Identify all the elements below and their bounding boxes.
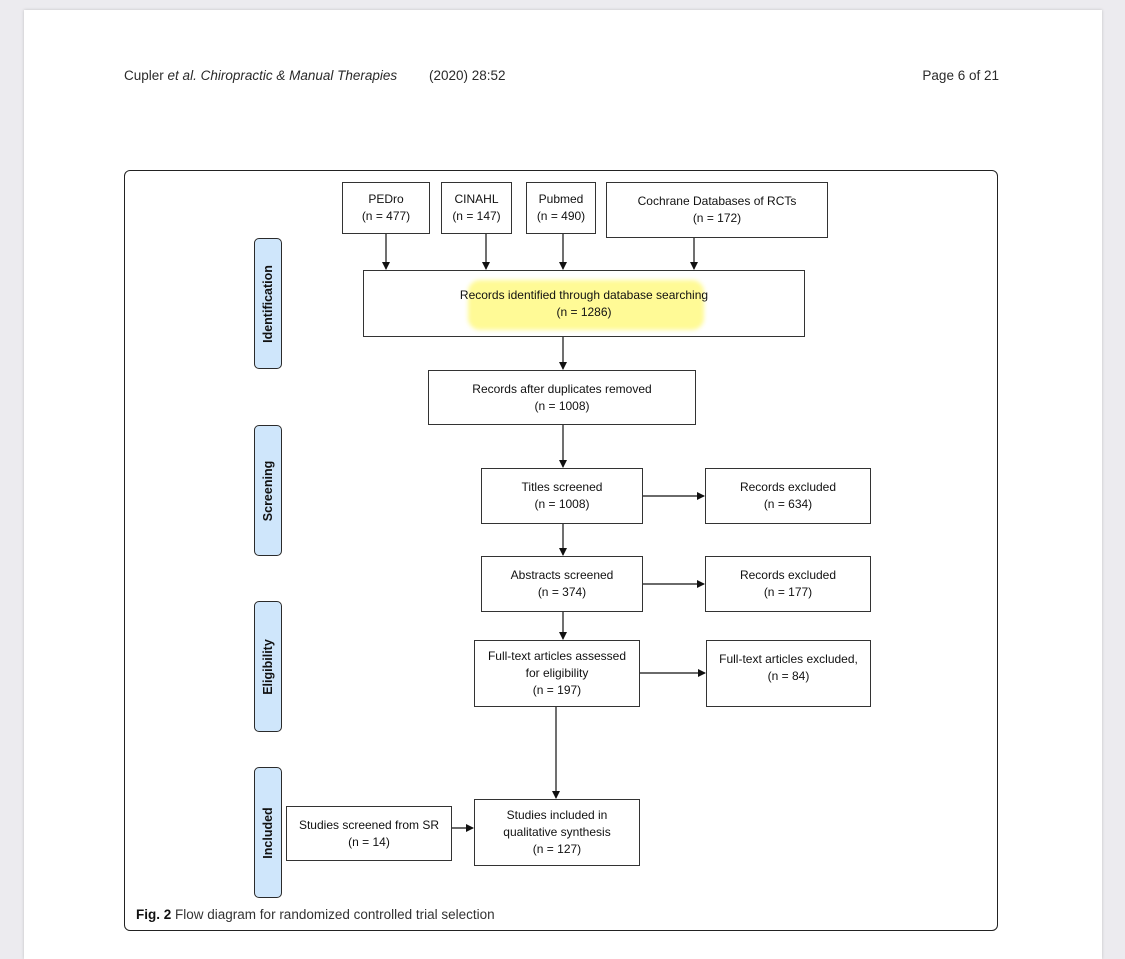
box-fulltext-assessed: Full-text articles assessed for eligibil…: [474, 640, 640, 707]
text-highlight: [468, 280, 704, 330]
box-pubmed: Pubmed (n = 490): [526, 182, 596, 234]
box-duplicates-removed: Records after duplicates removed (n = 10…: [428, 370, 696, 425]
figure-frame: [124, 170, 998, 931]
running-header: Cupler et al. Chiropractic & Manual Ther…: [124, 68, 398, 83]
box-cinahl: CINAHL (n = 147): [441, 182, 512, 234]
citation-year-volume: (2020) 28:52: [429, 68, 506, 83]
stage-identification: Identification: [254, 238, 282, 369]
page-number: Page 6 of 21: [922, 68, 999, 83]
stage-eligibility: Eligibility: [254, 601, 282, 732]
box-records-identified: Records identified through database sear…: [363, 270, 805, 337]
box-records-excluded-177: Records excluded (n = 177): [705, 556, 871, 612]
box-pedro: PEDro (n = 477): [342, 182, 430, 234]
figure-caption: Fig. 2 Flow diagram for randomized contr…: [136, 907, 495, 922]
box-fulltext-excluded: Full-text articles excluded, (n = 84): [706, 640, 871, 707]
box-records-excluded-634: Records excluded (n = 634): [705, 468, 871, 524]
box-titles-screened: Titles screened (n = 1008): [481, 468, 643, 524]
stage-included: Included: [254, 767, 282, 898]
box-abstracts-screened: Abstracts screened (n = 374): [481, 556, 643, 612]
box-studies-included: Studies included in qualitative synthesi…: [474, 799, 640, 866]
box-studies-from-sr: Studies screened from SR (n = 14): [286, 806, 452, 861]
stage-screening: Screening: [254, 425, 282, 556]
box-cochrane: Cochrane Databases of RCTs (n = 172): [606, 182, 828, 238]
